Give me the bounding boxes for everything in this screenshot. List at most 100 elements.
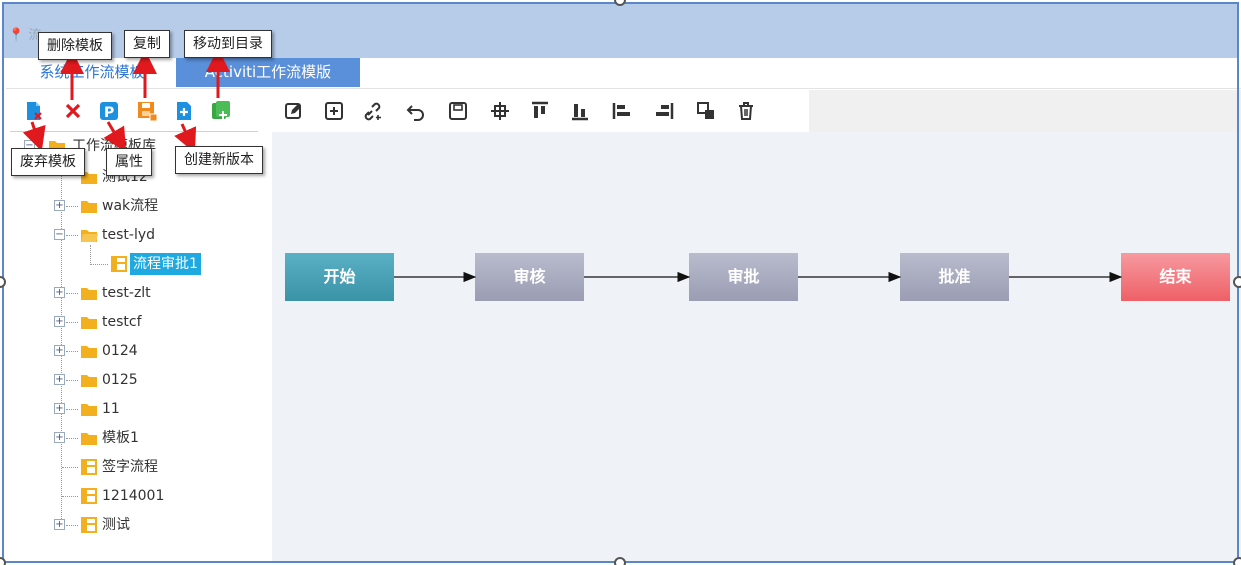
expand-icon[interactable]: + bbox=[54, 287, 65, 298]
collapse-icon[interactable]: − bbox=[54, 229, 65, 240]
properties-icon: P bbox=[100, 102, 118, 121]
copy-template-button[interactable] bbox=[136, 100, 158, 122]
delete-template-button[interactable] bbox=[62, 100, 84, 122]
flow-node-approval[interactable]: 审批 bbox=[689, 253, 798, 301]
tree-connector bbox=[66, 235, 78, 236]
flow-node-authorize[interactable]: 批准 bbox=[900, 253, 1009, 301]
center-icon bbox=[491, 102, 509, 120]
discard-template-button[interactable] bbox=[24, 100, 46, 122]
align-top-button[interactable] bbox=[530, 101, 550, 121]
callout-create-new-version: 创建新版本 bbox=[175, 146, 263, 174]
move-to-folder-button[interactable] bbox=[174, 100, 196, 122]
tree-item-label: testcf bbox=[102, 314, 142, 330]
properties-button[interactable]: P bbox=[98, 100, 120, 122]
flow-canvas[interactable] bbox=[272, 132, 1241, 563]
add-icon bbox=[325, 102, 343, 120]
tree-item-label: 模板1 bbox=[102, 430, 139, 446]
callout-delete-template: 删除模板 bbox=[38, 32, 112, 60]
undo-button[interactable] bbox=[406, 101, 426, 121]
expand-icon[interactable]: + bbox=[54, 316, 65, 327]
align-left-icon bbox=[612, 103, 630, 119]
tree-item-template[interactable]: 1214001 bbox=[52, 485, 252, 507]
resize-handle[interactable] bbox=[0, 557, 6, 565]
move-to-folder-icon bbox=[177, 102, 191, 120]
tree-connector bbox=[62, 496, 78, 497]
edit-button[interactable] bbox=[284, 101, 304, 121]
resize-handle[interactable] bbox=[614, 557, 626, 565]
new-version-icon bbox=[212, 101, 230, 119]
tree-connector bbox=[66, 351, 78, 352]
tree-item-label: test-zlt bbox=[102, 285, 151, 301]
folder-icon bbox=[81, 346, 97, 358]
tree-item-folder[interactable]: + 0125 bbox=[52, 369, 252, 391]
template-icon bbox=[81, 517, 97, 533]
tree-item-folder[interactable]: + wak流程 bbox=[52, 195, 252, 217]
folder-open-icon bbox=[81, 230, 98, 242]
tree-item-folder[interactable]: + 11 bbox=[52, 398, 252, 420]
discard-template-icon bbox=[27, 102, 42, 120]
designer-toolbar bbox=[272, 90, 809, 132]
center-button[interactable] bbox=[490, 101, 510, 121]
tree-item-label: 签字流程 bbox=[102, 459, 158, 475]
tree-item-folder[interactable]: − test-lyd bbox=[52, 224, 252, 246]
resize-handle[interactable] bbox=[0, 276, 6, 288]
edit-icon bbox=[285, 103, 301, 119]
tree-item-folder[interactable]: + 模板1 bbox=[52, 427, 252, 449]
resize-handle[interactable] bbox=[614, 0, 626, 6]
undo-icon bbox=[406, 105, 424, 121]
tree-item-label: 测试 bbox=[102, 517, 130, 533]
svg-text:P: P bbox=[104, 105, 114, 121]
align-right-button[interactable] bbox=[654, 101, 674, 121]
save-icon bbox=[449, 102, 467, 120]
tree-item-template-selected[interactable]: 流程审批1 bbox=[90, 253, 230, 275]
align-right-icon bbox=[656, 103, 674, 119]
delete-node-button[interactable] bbox=[736, 101, 756, 121]
delete-icon bbox=[65, 103, 81, 119]
save-button[interactable] bbox=[448, 101, 468, 121]
expand-icon[interactable]: + bbox=[54, 403, 65, 414]
tree-connector bbox=[66, 293, 78, 294]
flow-node-start[interactable]: 开始 bbox=[285, 253, 394, 301]
tree-item-folder[interactable]: + testcf bbox=[52, 311, 252, 333]
panel-divider bbox=[10, 131, 258, 132]
align-top-icon bbox=[532, 101, 548, 118]
folder-icon bbox=[81, 172, 97, 184]
tree-connector bbox=[66, 438, 78, 439]
tree-item-template[interactable]: + 测试 bbox=[52, 514, 252, 536]
add-link-button[interactable] bbox=[364, 101, 384, 121]
template-icon bbox=[81, 459, 97, 475]
template-icon bbox=[111, 256, 127, 272]
resize-handle[interactable] bbox=[1233, 557, 1241, 565]
location-pin-icon: 📍 bbox=[8, 28, 25, 43]
expand-icon[interactable]: + bbox=[54, 519, 65, 530]
expand-icon[interactable]: + bbox=[54, 374, 65, 385]
folder-icon bbox=[81, 317, 97, 329]
flow-node-end[interactable]: 结束 bbox=[1121, 253, 1230, 301]
trash-icon bbox=[739, 102, 753, 120]
flow-node-review[interactable]: 审核 bbox=[475, 253, 584, 301]
tree-connector bbox=[90, 264, 108, 265]
tree-item-label: wak流程 bbox=[102, 198, 159, 214]
link-icon bbox=[364, 102, 381, 121]
resize-handle[interactable] bbox=[1233, 276, 1241, 288]
tree-item-template[interactable]: 签字流程 bbox=[52, 456, 252, 478]
expand-icon[interactable]: + bbox=[54, 200, 65, 211]
align-left-button[interactable] bbox=[612, 101, 632, 121]
tree-item-folder[interactable]: + test-zlt bbox=[52, 282, 252, 304]
align-bottom-button[interactable] bbox=[570, 101, 590, 121]
same-size-button[interactable] bbox=[696, 101, 716, 121]
folder-icon bbox=[81, 201, 97, 213]
folder-icon bbox=[81, 404, 97, 416]
callout-move-to-folder: 移动到目录 bbox=[184, 30, 272, 58]
create-new-version-button[interactable] bbox=[210, 100, 232, 122]
tree-connector bbox=[66, 409, 78, 410]
expand-icon[interactable]: + bbox=[54, 345, 65, 356]
tree-item-label: test-lyd bbox=[102, 227, 155, 243]
tree-connector bbox=[66, 206, 78, 207]
tree-item-folder[interactable]: + 0124 bbox=[52, 340, 252, 362]
expand-icon[interactable]: + bbox=[54, 432, 65, 443]
add-node-button[interactable] bbox=[324, 101, 344, 121]
copy-icon bbox=[138, 102, 158, 122]
same-size-icon bbox=[697, 102, 714, 119]
